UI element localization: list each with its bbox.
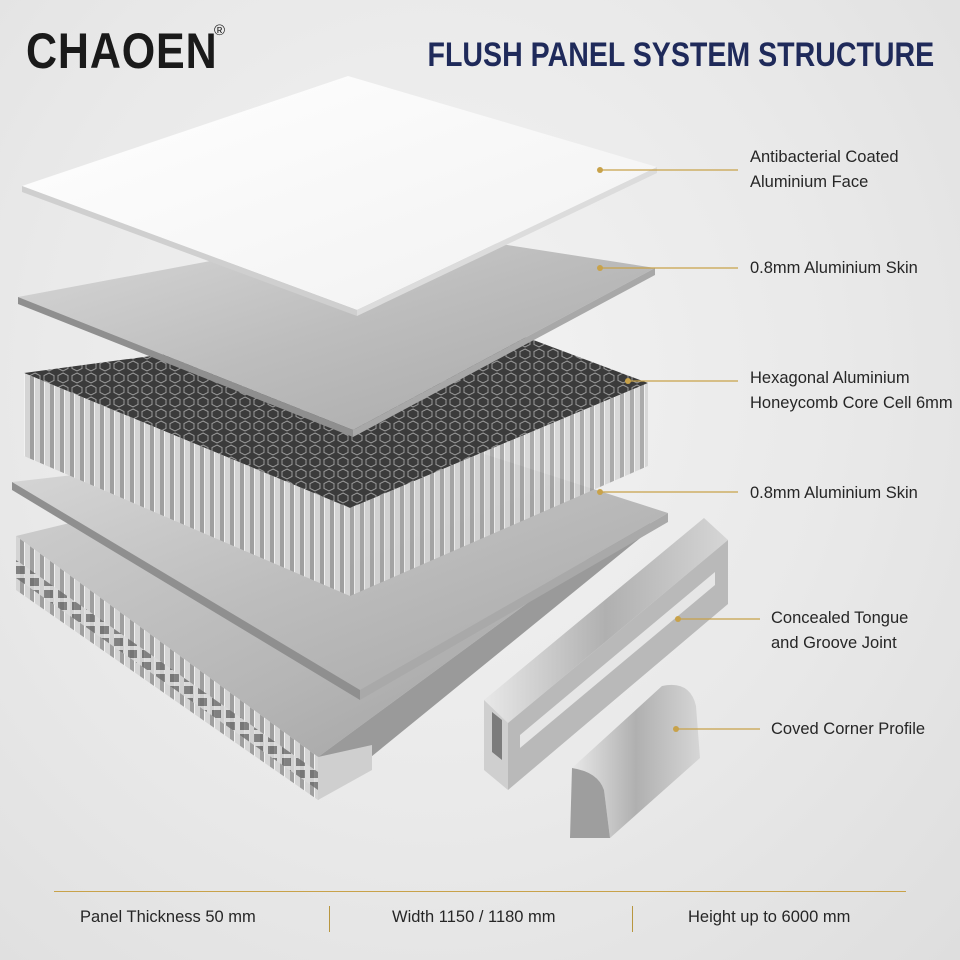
page-title: FLUSH PANEL SYSTEM STRUCTURE [427,36,934,74]
spec-separator [632,906,633,932]
label-tongue-groove: Concealed Tongue and Groove Joint [771,609,909,652]
label-lower-skin: 0.8mm Aluminium Skin [750,484,918,502]
label-upper-skin: 0.8mm Aluminium Skin [750,259,918,277]
coated-face-sheet [22,76,657,316]
spec-separator [329,906,330,932]
label-honeycomb-core: Hexagonal Aluminium Honeycomb Core Cell … [750,369,953,412]
spec-width: Width 1150 / 1180 mm [392,908,556,926]
brand-logo: CHAOEN [26,23,218,79]
leader-lines [600,169,760,730]
registered-mark: ® [214,22,226,39]
label-coved-corner: Coved Corner Profile [771,720,926,738]
leader-dots [597,167,681,732]
spec-height: Height up to 6000 mm [688,908,851,926]
spec-thickness: Panel Thickness 50 mm [80,908,256,926]
label-coated-face: Antibacterial Coated Aluminium Face [750,148,899,191]
panel-exploded-diagram [12,76,760,838]
upper-skin-sheet [18,227,655,437]
tongue-groove-profile [484,518,728,790]
spec-divider [54,891,906,892]
coved-corner-profile [570,684,700,838]
